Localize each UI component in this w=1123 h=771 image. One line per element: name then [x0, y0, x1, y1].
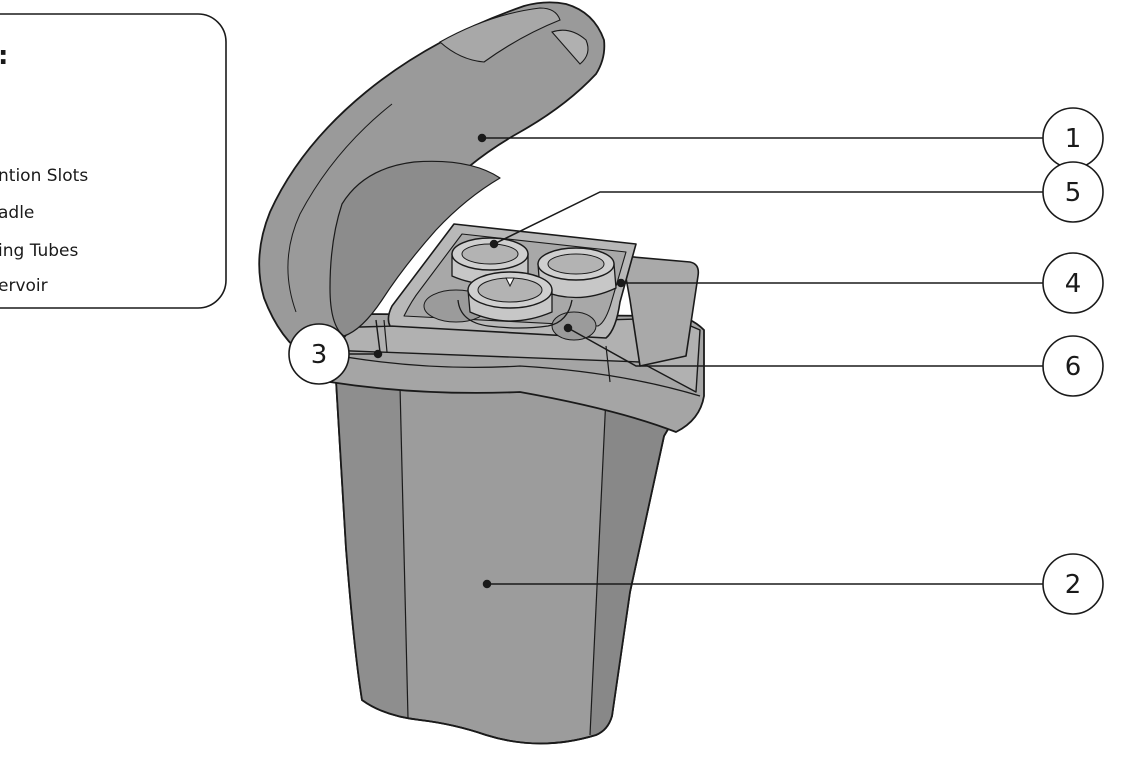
callout-1-number: 1 [1065, 124, 1082, 154]
callout-2: 2 [1043, 554, 1103, 614]
callout-4-number: 4 [1065, 269, 1082, 299]
container-body [336, 380, 690, 744]
leader-5 [494, 192, 1043, 244]
legend: : ntion Slots adle ing Tubes ervoir [0, 14, 226, 308]
tube-back-left-opening [462, 244, 518, 264]
legend-title: : [0, 41, 8, 71]
reservoir-well-right [552, 312, 596, 340]
legend-item-retention-slots: ntion Slots [0, 166, 88, 186]
leader-4-dot [618, 280, 625, 287]
legend-item-cradle: adle [0, 203, 34, 223]
callout-5: 5 [1043, 162, 1103, 222]
legend-box [0, 14, 226, 308]
legend-item-reservoir: ervoir [0, 276, 48, 296]
legend-item-tubes: ing Tubes [0, 241, 79, 261]
leader-3-dot [375, 351, 382, 358]
leader-1-dot [479, 135, 486, 142]
callout-5-number: 5 [1065, 178, 1082, 208]
callout-1: 1 [1043, 108, 1103, 168]
callout-6-number: 6 [1065, 352, 1082, 382]
tube-back-right-opening [548, 254, 604, 274]
leader-5-dot [491, 241, 498, 248]
container-body-shadow-right [590, 392, 690, 735]
leader-2-dot [484, 581, 491, 588]
callout-3: 3 [289, 324, 349, 384]
callout-6: 6 [1043, 336, 1103, 396]
callout-2-number: 2 [1065, 570, 1082, 600]
leader-6-dot [565, 325, 572, 332]
callout-3-number: 3 [311, 340, 328, 370]
callout-4: 4 [1043, 253, 1103, 313]
